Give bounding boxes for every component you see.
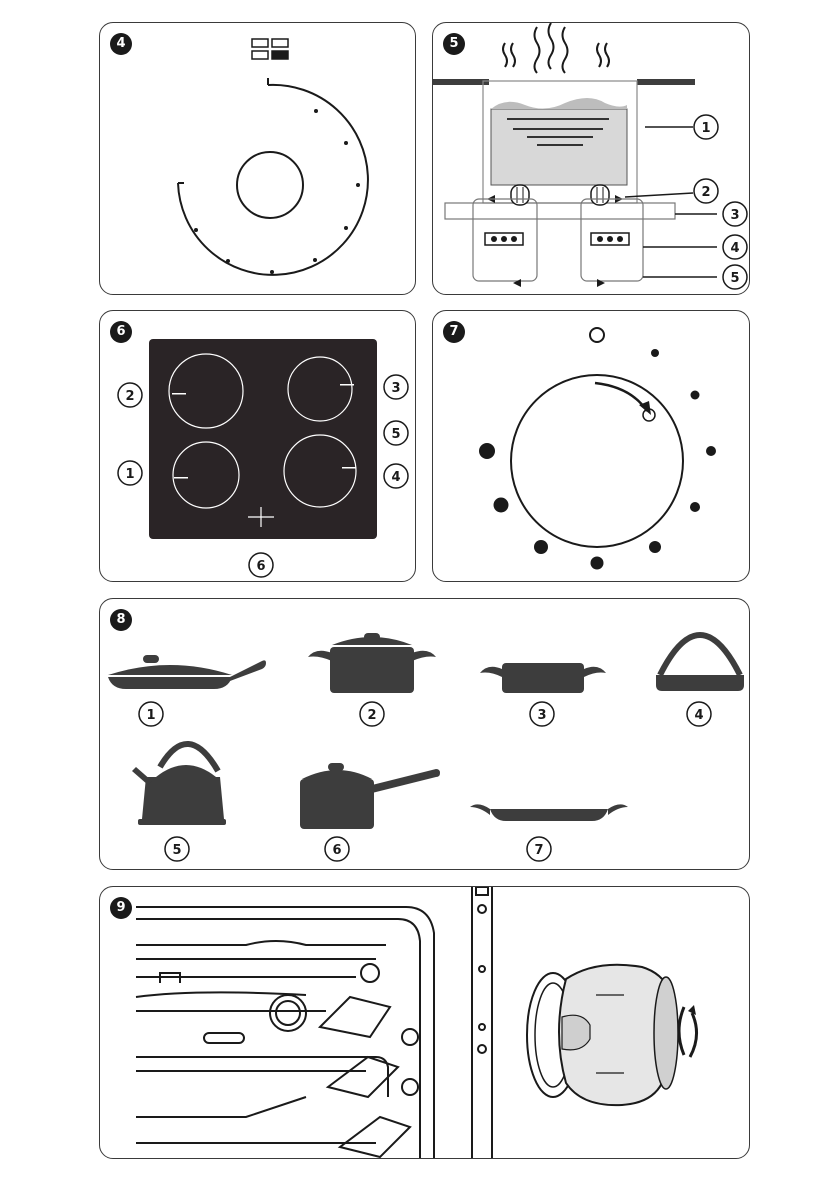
panel-8: 8 bbox=[99, 598, 750, 870]
cookware-icons: 1 2 3 4 5 6 7 bbox=[100, 599, 750, 870]
callout-2: 2 bbox=[367, 708, 376, 723]
callout-3: 3 bbox=[730, 208, 739, 223]
zone-dial-diagram bbox=[100, 23, 416, 295]
knob-dial bbox=[433, 311, 750, 582]
callout-4: 4 bbox=[391, 470, 400, 485]
dial-dots bbox=[194, 109, 360, 274]
panel-6: 6 1 2 3 4 5 6 bbox=[99, 310, 416, 582]
callout-2: 2 bbox=[701, 185, 710, 200]
callout-1: 1 bbox=[125, 467, 134, 482]
cooking-zone bbox=[237, 152, 303, 218]
callout-4: 4 bbox=[694, 708, 703, 723]
callout-1: 1 bbox=[701, 121, 710, 136]
callout-3: 3 bbox=[391, 381, 400, 396]
callout-7: 7 bbox=[534, 843, 543, 858]
oven-interior-diagram bbox=[100, 887, 750, 1159]
oven-grill-diagram: 1 2 3 4 5 bbox=[433, 23, 750, 295]
panel-7: 7 bbox=[432, 310, 750, 582]
callout-5: 5 bbox=[391, 427, 400, 442]
callout-6: 6 bbox=[256, 559, 265, 574]
callout-3: 3 bbox=[537, 708, 546, 723]
callout-4: 4 bbox=[730, 241, 739, 256]
panel-5: 5 bbox=[432, 22, 750, 295]
oven-lamp-cover bbox=[527, 965, 697, 1105]
callout-5: 5 bbox=[172, 843, 181, 858]
panel-9: 9 bbox=[99, 886, 750, 1159]
callout-5: 5 bbox=[730, 271, 739, 286]
callout-1: 1 bbox=[146, 708, 155, 723]
callout-6: 6 bbox=[332, 843, 341, 858]
hob-outline: 1 2 3 4 5 6 bbox=[100, 311, 416, 582]
heat-wave-icon bbox=[503, 23, 609, 73]
dial-arc bbox=[178, 85, 368, 275]
callout-2: 2 bbox=[125, 389, 134, 404]
panel-4: 4 bbox=[99, 22, 416, 295]
zone-selector-icon bbox=[252, 39, 288, 59]
